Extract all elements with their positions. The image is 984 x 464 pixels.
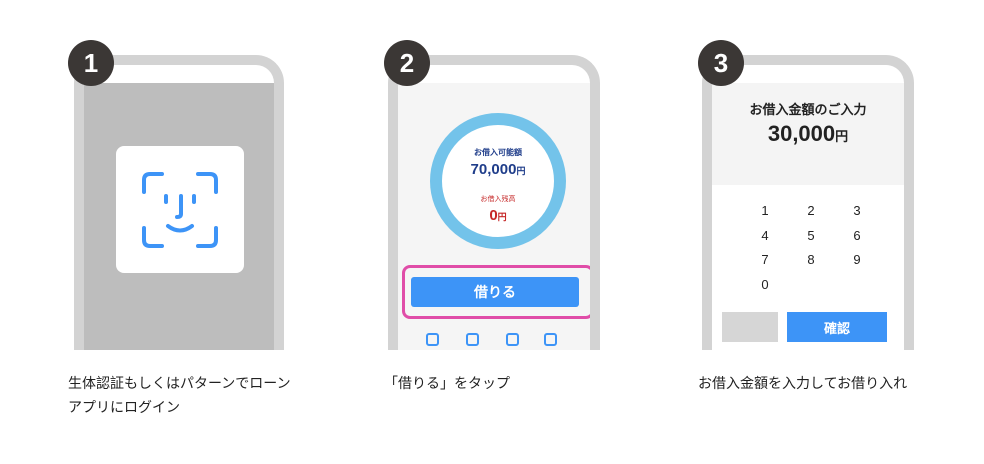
clear-button[interactable] (722, 312, 778, 342)
phone-mockup: お借入可能額 70,000円 お借入残高 0円 借りる (388, 55, 600, 350)
step-1: 1 生体認証もしくはパターンでローンアプリにログイン (68, 0, 308, 464)
keypad-key[interactable]: 9 (853, 252, 861, 267)
step-caption: お借入金額を入力してお借り入れ (698, 376, 908, 392)
balance-label: お借入残高 (480, 195, 516, 203)
step-caption: 生体認証もしくはパターンでローンアプリにログイン (68, 376, 291, 416)
confirm-button[interactable]: 確認 (787, 312, 887, 342)
keypad-key[interactable]: 3 (853, 203, 861, 218)
amount-header (712, 83, 904, 185)
step-number-badge: 1 (68, 40, 114, 86)
face-id-card[interactable] (116, 146, 244, 273)
yen-unit: 円 (835, 129, 849, 144)
keypad-key[interactable]: 4 (761, 228, 769, 243)
keypad-key[interactable]: 6 (853, 228, 861, 243)
keypad-key[interactable]: 5 (807, 228, 815, 243)
pin-dot (544, 333, 557, 346)
keypad-key[interactable]: 2 (807, 203, 815, 218)
face-id-icon (142, 171, 218, 248)
keypad-key[interactable]: 8 (807, 252, 815, 267)
step-2: 2 お借入可能額 70,000円 お借入残高 0円 借りる 「借りる」をタップ (384, 0, 624, 464)
keypad-key[interactable]: 0 (761, 277, 769, 292)
step-3: 3 お借入金額のご入力 30,000円 1 2 3 4 5 6 7 8 9 0 … (698, 0, 938, 464)
available-label: お借入可能額 (474, 148, 522, 157)
step-caption: 「借りる」をタップ (384, 376, 510, 392)
balance-amount: 0円 (489, 207, 507, 224)
app-screen: お借入可能額 70,000円 お借入残高 0円 借りる (398, 83, 590, 350)
phone-mockup (74, 55, 284, 350)
yen-unit: 円 (497, 212, 507, 222)
keypad-key[interactable]: 7 (761, 252, 769, 267)
keypad-key[interactable]: 1 (761, 203, 769, 218)
amount-title: お借入金額のご入力 (749, 103, 867, 118)
pin-dot (466, 333, 479, 346)
step-number-badge: 3 (698, 40, 744, 86)
pin-dot (426, 333, 439, 346)
phone-mockup: お借入金額のご入力 30,000円 1 2 3 4 5 6 7 8 9 0 確認 (702, 55, 914, 350)
amount-display: 30,000円 (767, 121, 849, 146)
pin-dot (506, 333, 519, 346)
credit-ring: お借入可能額 70,000円 お借入残高 0円 (430, 113, 566, 249)
step-number-badge: 2 (384, 40, 430, 86)
login-screen (84, 83, 274, 350)
yen-unit: 円 (516, 166, 526, 176)
borrow-button[interactable]: 借りる (411, 277, 579, 307)
available-amount: 70,000円 (470, 161, 526, 178)
button-highlight (402, 265, 590, 319)
